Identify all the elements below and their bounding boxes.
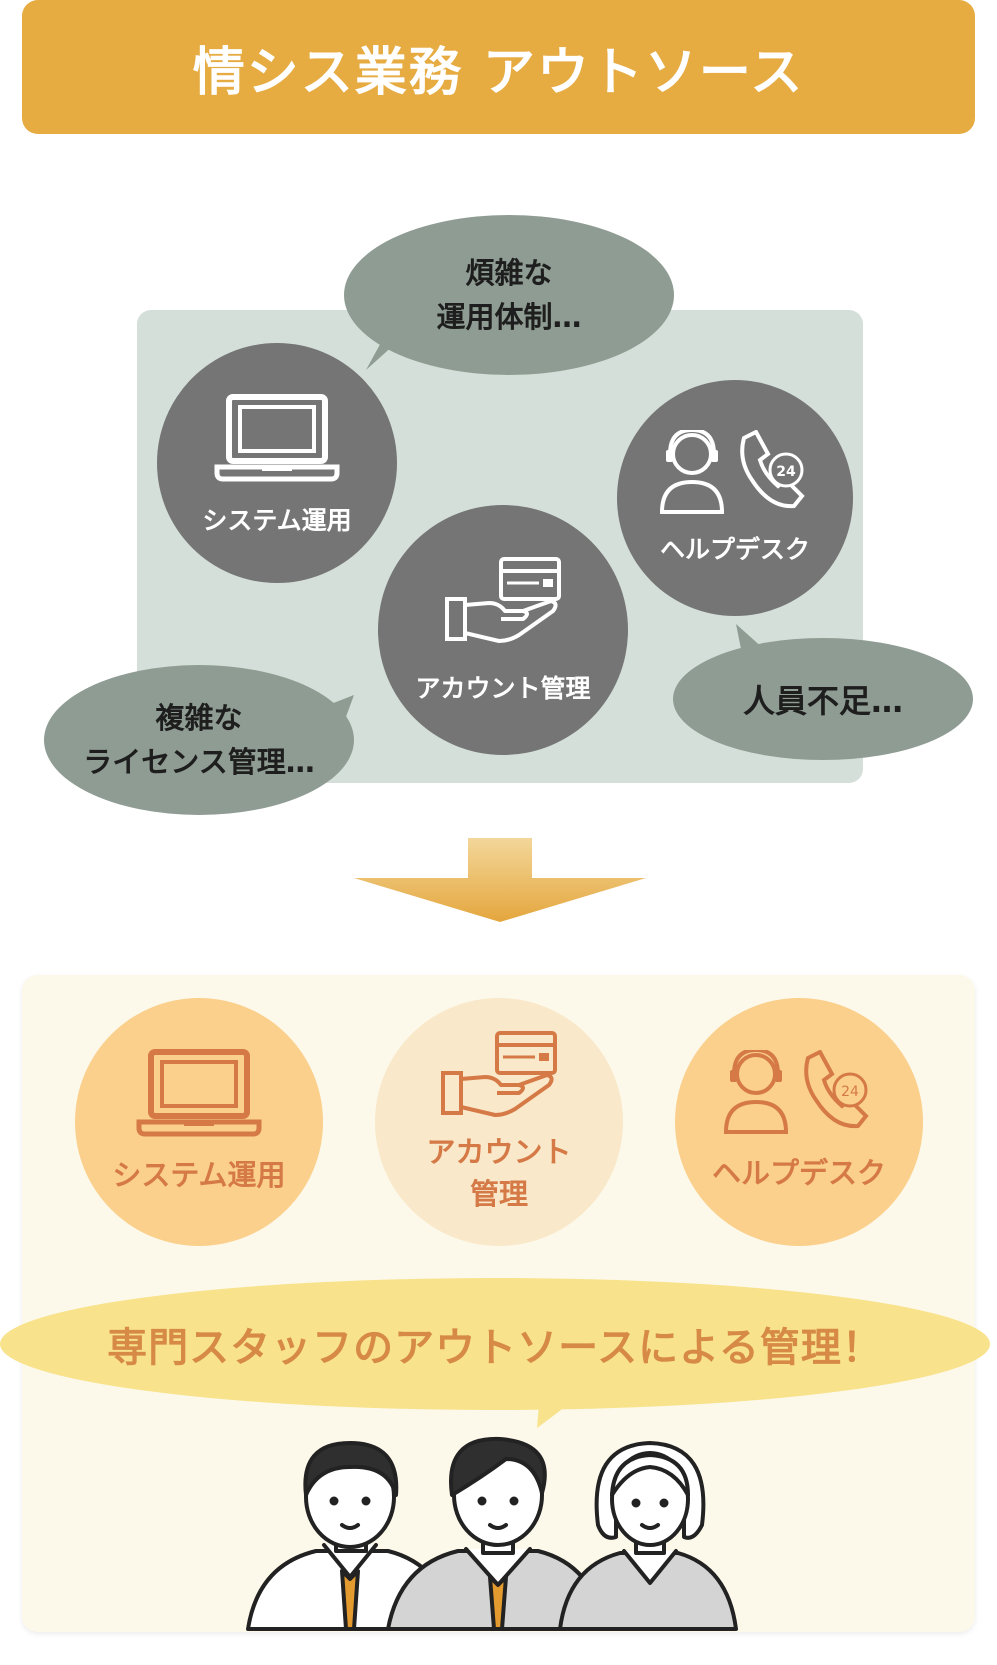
problem-label-system-operations: システム運用 bbox=[202, 506, 352, 535]
hand-card-icon bbox=[445, 557, 561, 643]
bubble-top-line2: 運用体制… bbox=[436, 300, 582, 334]
headset-phone-24-icon: 24 bbox=[724, 1050, 869, 1134]
staff-person-3 bbox=[558, 1441, 738, 1631]
laptop-icon bbox=[136, 1049, 262, 1137]
phone-24-badge: 24 bbox=[776, 464, 796, 480]
down-arrow-icon bbox=[354, 838, 646, 922]
problem-label-account-management: アカウント管理 bbox=[415, 674, 591, 703]
problem-circle-system-operations: システム運用 bbox=[157, 343, 397, 583]
headset-phone-24-icon: 24 bbox=[660, 430, 805, 514]
solution-circle-system-operations: システム運用 bbox=[75, 998, 323, 1246]
page-title: 情シス業務 アウトソース bbox=[192, 42, 805, 103]
bubble-complex-licenses: 複雑な ライセンス管理… bbox=[44, 665, 354, 815]
laptop-icon bbox=[214, 394, 340, 482]
solution-label-account-line1: アカウント bbox=[426, 1135, 572, 1169]
solution-label-account-management: アカウント 管理 bbox=[426, 1131, 571, 1215]
bubble-complex-operations: 煩雑な 運用体制… bbox=[344, 215, 674, 375]
bubble-staff-shortage: 人員不足… bbox=[673, 638, 973, 760]
staff-person-2 bbox=[386, 1436, 606, 1631]
bubble-left-line1: 複雑な bbox=[155, 701, 243, 735]
bubble-top-line1: 煩雑な bbox=[465, 256, 553, 290]
problem-label-helpdesk: ヘルプデスク bbox=[659, 535, 810, 564]
outsource-message-bubble: 専門スタッフのアウトソースによる管理！ bbox=[0, 1278, 990, 1410]
bubble-right-text: 人員不足… bbox=[742, 682, 903, 720]
solution-label-helpdesk: ヘルプデスク bbox=[711, 1156, 886, 1190]
problem-circle-account-management: アカウント管理 bbox=[378, 505, 628, 755]
bubble-left-line2: ライセンス管理… bbox=[83, 745, 315, 779]
hand-card-icon bbox=[441, 1031, 557, 1117]
solution-circle-account-management: アカウント 管理 bbox=[375, 998, 623, 1246]
title-bar: 情シス業務 アウトソース bbox=[22, 0, 975, 134]
solution-circle-helpdesk: 24 ヘルプデスク bbox=[675, 998, 923, 1246]
staff-illustration bbox=[246, 1436, 738, 1631]
outsource-message: 専門スタッフのアウトソースによる管理！ bbox=[107, 1325, 883, 1371]
phone-24-badge: 24 bbox=[841, 1084, 859, 1100]
problem-circle-helpdesk: 24 ヘルプデスク bbox=[617, 380, 853, 616]
solution-label-system-operations: システム運用 bbox=[112, 1158, 286, 1192]
solution-label-account-line2: 管理 bbox=[469, 1177, 528, 1211]
